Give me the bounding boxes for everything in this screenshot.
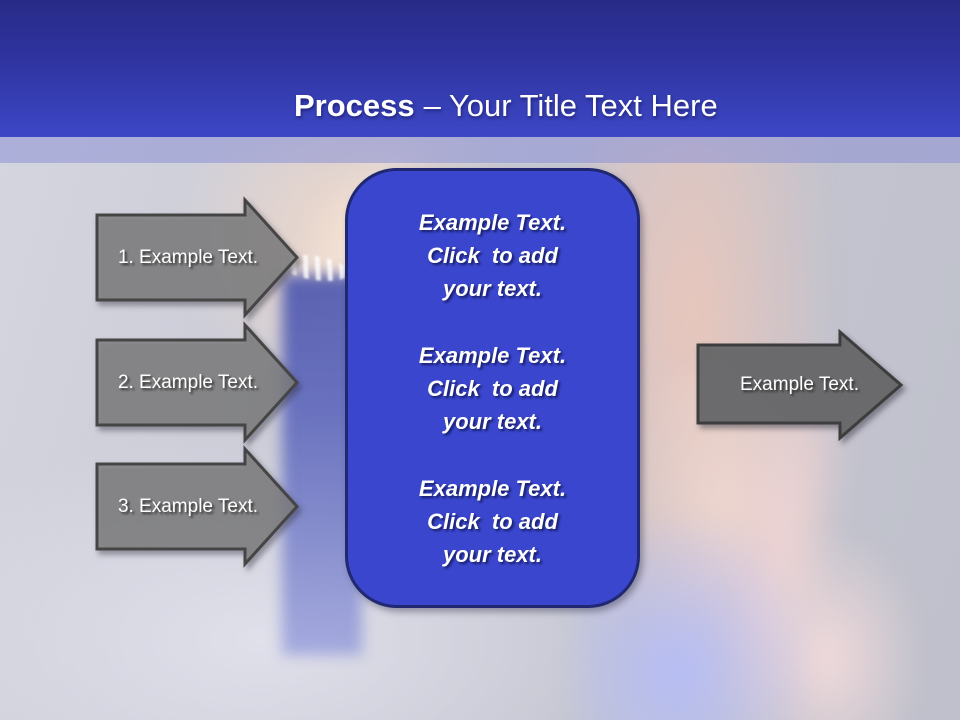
output-arrow[interactable]: Example Text. (696, 328, 904, 442)
output-arrow-label: Example Text. (740, 374, 859, 395)
slide-header: Process– Your Title Text Here (0, 0, 960, 137)
arrow-right-shape (95, 445, 300, 568)
arrow-right-shape (696, 328, 904, 442)
text-placeholder-3: Example Text. Click to add your text. (418, 475, 567, 567)
arrow-right-shape (95, 196, 300, 319)
process-arrow-2-label: 2. Example Text. (117, 371, 259, 393)
process-arrow-3[interactable]: 3. Example Text. (95, 445, 300, 568)
process-arrow-2[interactable]: 2. Example Text. (95, 321, 300, 444)
process-arrow-1[interactable]: 1. Example Text. (95, 196, 300, 319)
process-arrow-1-label: 1. Example Text. (117, 246, 259, 268)
slide-title[interactable]: Process– Your Title Text Here (242, 52, 718, 160)
background-leg (730, 530, 920, 720)
slide-title-bold: Process (293, 88, 415, 123)
slide-title-rest: – Your Title Text Here (423, 88, 718, 123)
header-accent-band (0, 137, 960, 163)
center-text-box[interactable]: Example Text. Click to add your text. Ex… (345, 168, 640, 608)
arrow-right-shape (95, 321, 300, 444)
text-placeholder-1: Example Text. Click to add your text. (418, 209, 567, 301)
process-arrow-3-label: 3. Example Text. (117, 495, 259, 517)
text-placeholder-2: Example Text. Click to add your text. (418, 342, 567, 434)
